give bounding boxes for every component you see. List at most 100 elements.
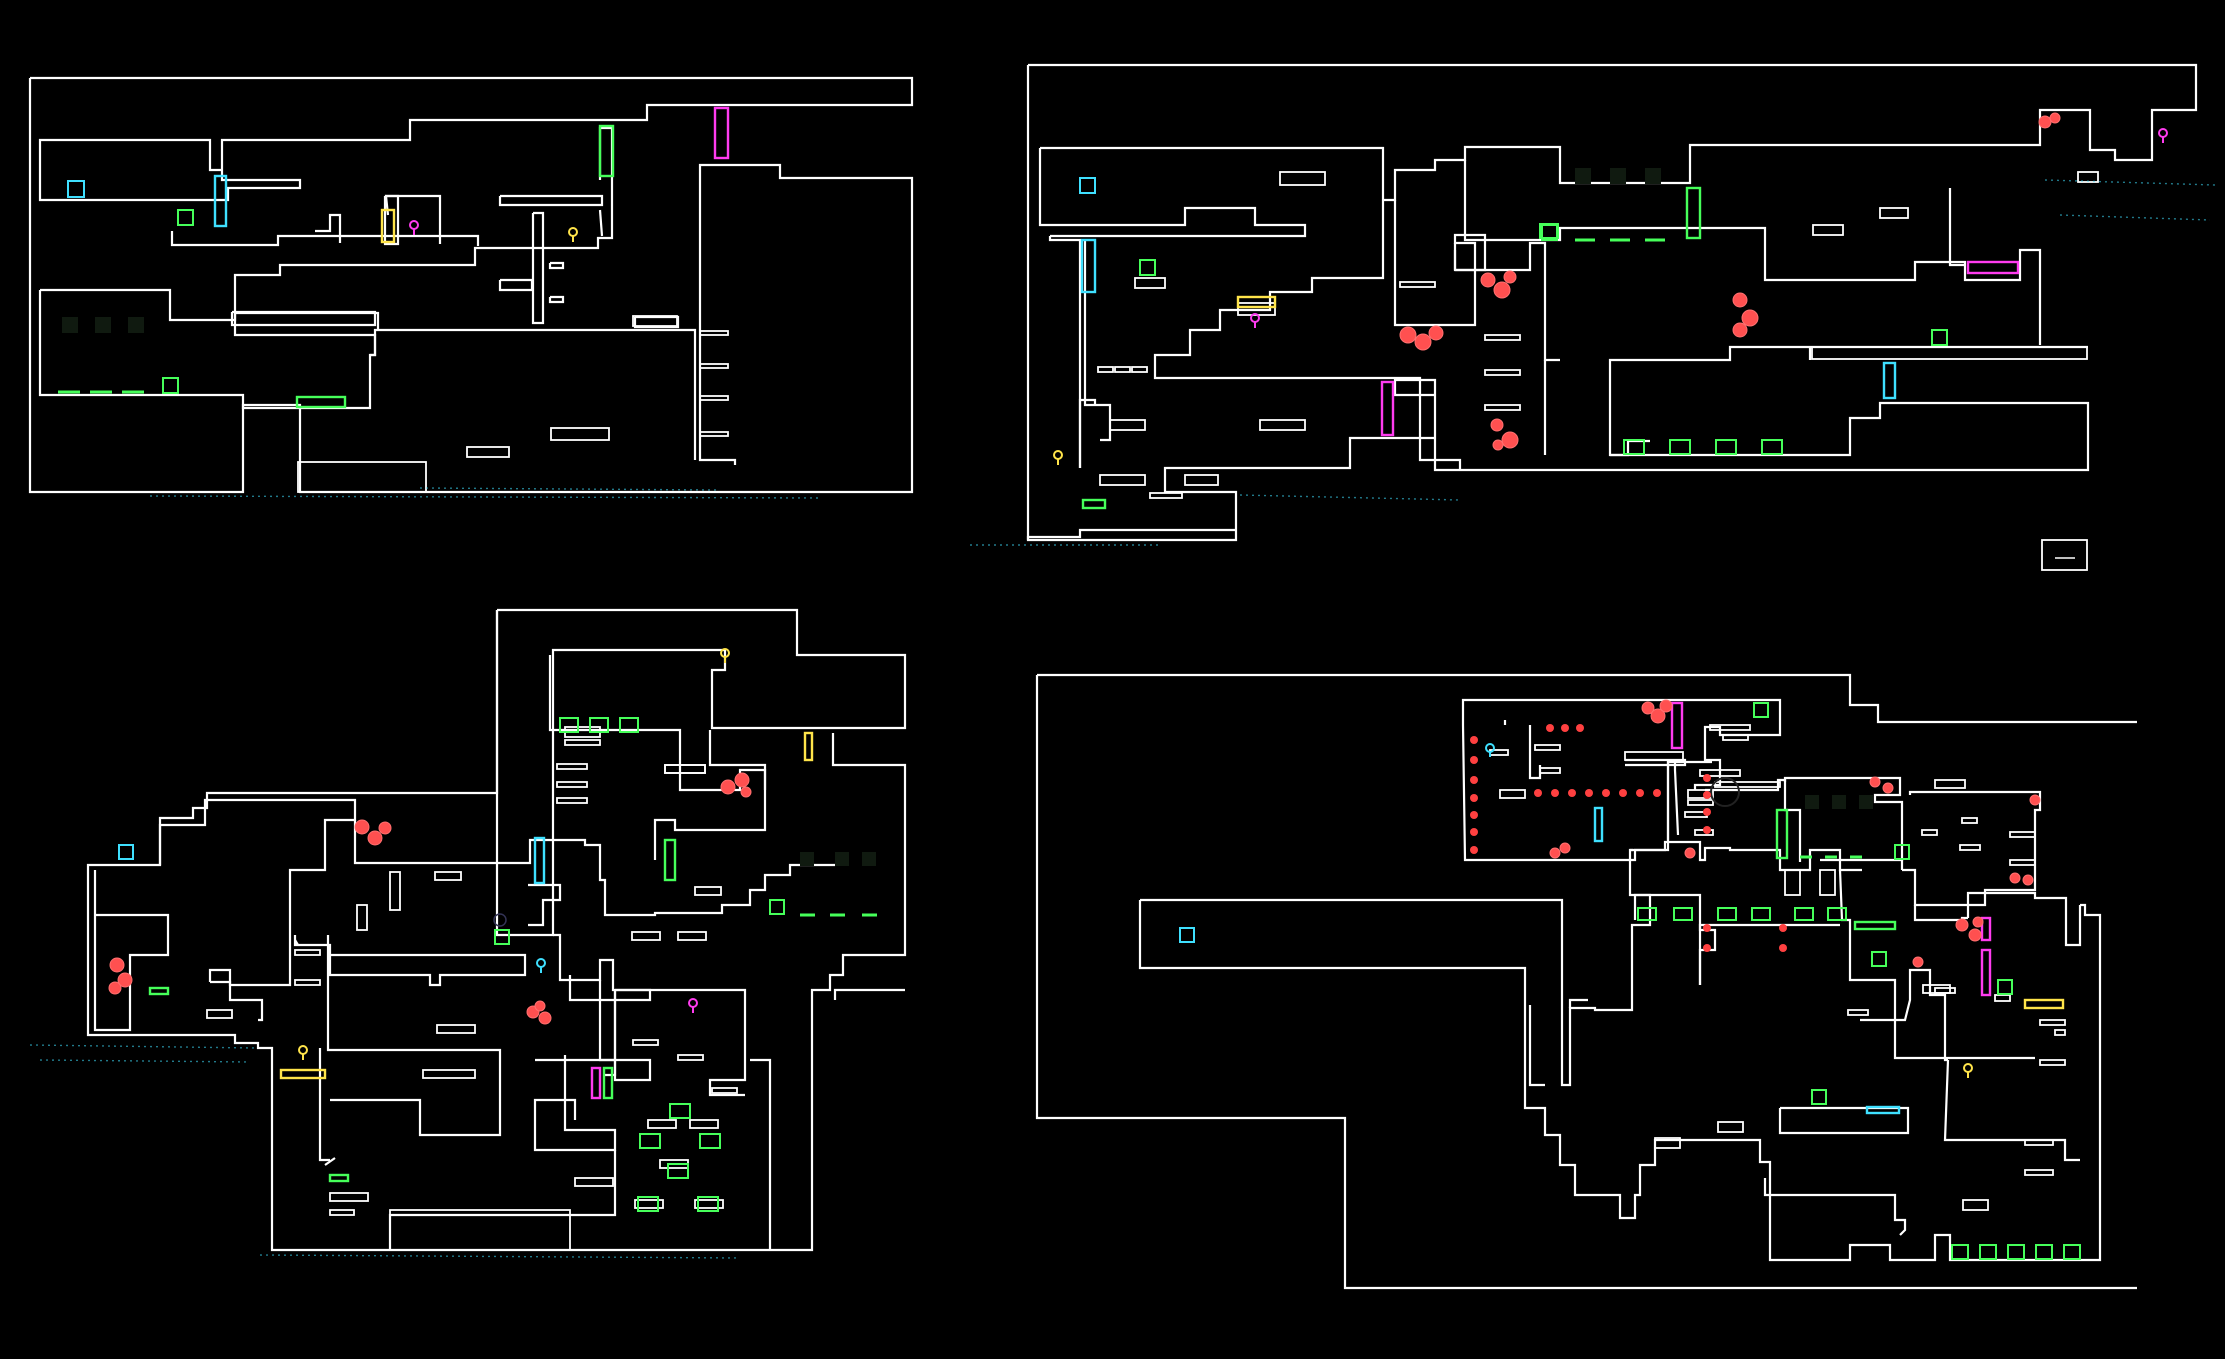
map-pin-icon[interactable] (298, 1045, 308, 1060)
platform[interactable] (699, 363, 729, 369)
platform[interactable] (1259, 419, 1306, 431)
platform[interactable] (556, 781, 588, 788)
door-green[interactable] (1081, 498, 1107, 510)
gear-hazard-icon[interactable] (720, 772, 752, 798)
gear-hazard-icon[interactable] (1490, 418, 1519, 451)
map-pin-icon[interactable] (568, 227, 578, 242)
spawn-pad-icon[interactable] (1715, 439, 1737, 455)
spawn-pad-icon[interactable] (1997, 979, 2013, 995)
platform[interactable] (1624, 751, 1684, 761)
platform[interactable] (1714, 781, 1781, 788)
platform[interactable] (1784, 869, 1801, 896)
spawn-pad-icon[interactable] (2035, 1244, 2053, 1260)
gear-hazard-icon[interactable] (526, 1000, 552, 1025)
platform[interactable] (1099, 474, 1146, 486)
door-green[interactable] (1775, 808, 1789, 860)
platform[interactable] (1097, 366, 1114, 373)
platform[interactable] (1534, 744, 1561, 751)
spawn-pad-icon[interactable] (1751, 907, 1771, 921)
checkpoint-square-icon[interactable] (118, 844, 134, 860)
gear-hazard-icon[interactable] (1684, 847, 1696, 859)
spawn-pad-icon[interactable] (1717, 907, 1737, 921)
door-yellow[interactable] (803, 731, 814, 762)
platform[interactable] (1922, 984, 1951, 994)
platform[interactable] (1811, 346, 2088, 360)
gear-hazard-icon[interactable] (354, 819, 392, 846)
door-green[interactable] (295, 395, 347, 409)
platform[interactable] (294, 979, 321, 986)
gear-hazard-icon[interactable] (108, 957, 133, 995)
spawn-pad-icon[interactable] (1753, 702, 1769, 718)
flame-hazard-icon[interactable] (1703, 774, 1711, 834)
gear-hazard-icon[interactable] (1869, 776, 1894, 794)
platform[interactable] (1699, 769, 1741, 777)
platform[interactable] (677, 931, 707, 941)
platform[interactable] (2024, 1139, 2054, 1146)
door-green[interactable] (598, 124, 615, 178)
gear-hazard-icon[interactable] (2029, 794, 2041, 806)
platform[interactable] (1717, 1121, 1744, 1133)
platform[interactable] (1819, 869, 1836, 896)
spawn-pad-icon[interactable] (1761, 439, 1783, 455)
platform[interactable] (556, 763, 588, 770)
platform[interactable] (689, 1119, 719, 1129)
platform[interactable] (677, 1054, 704, 1061)
platform[interactable] (1847, 1009, 1869, 1016)
spawn-pad-icon[interactable] (619, 717, 639, 733)
gear-hazard-icon[interactable] (1955, 916, 1984, 942)
door-yellow[interactable] (279, 1068, 327, 1080)
spawn-pad-icon[interactable] (162, 377, 179, 394)
spawn-pad-icon[interactable] (1979, 1244, 1997, 1260)
map-pin-icon[interactable] (1250, 313, 1260, 328)
platform[interactable] (632, 315, 678, 327)
spawn-pad-icon[interactable] (1637, 907, 1657, 921)
spawn-pad-icon[interactable] (177, 209, 194, 226)
spawn-pad-icon[interactable] (1894, 844, 1910, 860)
platform[interactable] (1654, 1137, 1681, 1149)
platform[interactable] (466, 446, 510, 458)
flame-hazard-icon[interactable] (1470, 736, 1478, 854)
door-cyan[interactable] (1882, 361, 1897, 400)
checkpoint-square-icon[interactable] (67, 180, 85, 198)
spawn-pad-icon[interactable] (669, 1103, 691, 1119)
platform[interactable] (329, 1209, 355, 1216)
spawn-pad-icon[interactable] (1673, 907, 1693, 921)
flame-hazard-icon[interactable] (1546, 724, 1584, 732)
platform[interactable] (1539, 767, 1561, 774)
level-map-top-left[interactable] (28, 76, 914, 499)
platform[interactable] (2039, 1059, 2066, 1066)
platform[interactable] (1934, 779, 1966, 789)
spawn-pad-icon[interactable] (769, 899, 785, 915)
platform[interactable] (1687, 789, 1714, 799)
platform[interactable] (1131, 366, 1148, 373)
platform[interactable] (694, 886, 722, 896)
spawn-pad-icon[interactable] (1951, 1244, 1969, 1260)
platform[interactable] (1921, 829, 1938, 836)
platform[interactable] (389, 1209, 571, 1251)
platform[interactable] (664, 764, 706, 774)
door-magenta[interactable] (590, 1066, 602, 1100)
platform[interactable] (1879, 207, 1909, 219)
door-green[interactable] (602, 1066, 614, 1100)
map-pin-icon[interactable] (2158, 128, 2168, 143)
door-yellow[interactable] (380, 208, 396, 244)
spawn-pad-icon[interactable] (1623, 439, 1645, 455)
platform[interactable] (2039, 1019, 2066, 1026)
spawn-pad-icon[interactable] (697, 1196, 719, 1212)
gear-hazard-icon[interactable] (2038, 112, 2061, 129)
door-magenta[interactable] (1380, 380, 1395, 437)
spawn-pad-icon[interactable] (639, 1133, 661, 1149)
platform[interactable] (699, 395, 729, 401)
map-pin-icon[interactable] (409, 220, 419, 235)
door-cyan[interactable] (213, 174, 228, 228)
platform[interactable] (711, 1087, 738, 1094)
checkpoint-square-icon[interactable] (1179, 927, 1195, 943)
door-green[interactable] (663, 838, 677, 882)
platform[interactable] (2024, 1169, 2054, 1176)
platform[interactable] (1134, 277, 1166, 289)
platform[interactable] (422, 1069, 476, 1079)
platform[interactable] (436, 1024, 476, 1034)
platform[interactable] (632, 1039, 659, 1046)
gear-hazard-icon[interactable] (1641, 699, 1673, 724)
